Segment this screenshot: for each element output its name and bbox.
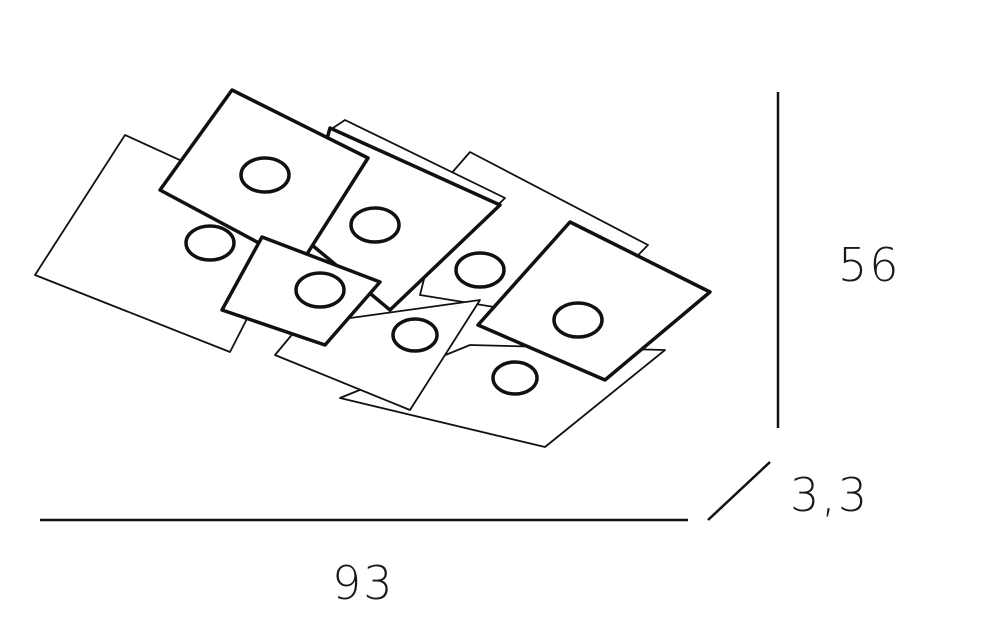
panel-right xyxy=(476,220,712,382)
height-label: 56 xyxy=(838,238,901,292)
light-hole-icon xyxy=(349,206,401,244)
light-hole-icon xyxy=(552,301,604,339)
light-hole-icon xyxy=(491,360,539,396)
light-hole-icon xyxy=(239,156,291,194)
light-hole-icon xyxy=(184,224,236,262)
depth-label: 3,3 xyxy=(790,468,870,522)
depth-dimension-line xyxy=(707,461,771,521)
width-label: 93 xyxy=(332,556,395,610)
light-hole-icon xyxy=(391,317,439,353)
light-hole-icon xyxy=(454,251,506,289)
panel-small-center xyxy=(220,235,382,347)
panel-top-left xyxy=(158,88,370,267)
light-hole-icon xyxy=(294,271,346,309)
